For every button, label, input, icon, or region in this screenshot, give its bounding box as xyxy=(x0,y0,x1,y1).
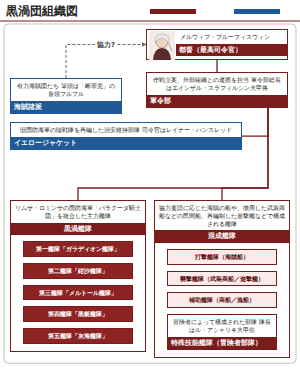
fleet-box: 冒険者によって構成された部隊 隊長はル・アシャリキ大甲佐特殊技能艦隊（冒険者部隊… xyxy=(167,314,277,350)
title-rule xyxy=(0,20,300,21)
box-text: 襲撃艦隊（武装商船／遊撃艦） xyxy=(168,272,276,286)
color-bar xyxy=(150,9,196,14)
box-text: 有力海賊団たち 筆頭は「断罪党」の首領フルフル xyxy=(11,79,121,101)
box-heading: イエロージャケット xyxy=(11,137,241,149)
org-line xyxy=(242,108,268,136)
box-text: リムサ・ロミンサの国防海軍「バラクーダ騎士団」を統合した主力艦隊 xyxy=(11,201,145,223)
fleet-box: 補助艦隊（商船／漁船） xyxy=(167,292,277,308)
box-text: 第三艦隊「メルトール艦隊」 xyxy=(24,286,132,300)
box-text: 第一艦隊「ガラディオン艦隊」 xyxy=(24,242,132,256)
org-box: リムサ・ロミンサの国防海軍「バラクーダ騎士団」を統合した主力艦隊黒渦艦隊第一艦隊… xyxy=(10,200,146,352)
box-heading: 都督（最高司令官） xyxy=(176,44,287,56)
portrait-hair xyxy=(155,34,172,51)
outer-frame xyxy=(4,24,296,363)
cooperation-arrow xyxy=(66,45,146,79)
box-text: 冒険者によって構成された部隊 隊長はル・アシャリキ大甲佐 xyxy=(168,315,276,337)
fleet-box: 第二艦隊「紺沙艦隊」 xyxy=(23,263,133,279)
portrait-illustration xyxy=(149,31,175,60)
diagram-title: 黒渦団組織図 xyxy=(6,3,78,20)
box-heading: 特殊技能艦隊（冒険者部隊） xyxy=(168,337,276,349)
box-text: 第五艦隊「灰海艦隊」 xyxy=(24,329,132,343)
box-text: 協力要請に応じた海賊の船や、徴用した武装商船などの民間船。再編制した遊撃艦などで… xyxy=(155,201,289,230)
fleet-box: 第四艦隊「黒艇艦隊」 xyxy=(23,306,133,322)
box-text: メルウィブ・ブルーフィスウィン xyxy=(176,30,287,44)
edge-label: 協力? xyxy=(95,40,117,50)
box-heading: 黒渦艦隊 xyxy=(11,223,145,235)
box-text: 第二艦隊「紺沙艦隊」 xyxy=(24,264,132,278)
org-box: 作戦立案、外部組織との連携を担当 軍令部総長はエインザル・スラフィルシン大甲将軍… xyxy=(146,72,288,108)
color-bar xyxy=(234,9,280,14)
box-heading: 混成艦隊 xyxy=(155,230,289,242)
fleet-box: 襲撃艦隊（武装商船／遊撃艦） xyxy=(167,271,277,287)
fleet-box: 第三艦隊「メルトール艦隊」 xyxy=(23,285,133,301)
box-text: 打撃艦隊（海賊船） xyxy=(168,250,276,264)
org-line xyxy=(216,60,217,72)
portrait-body xyxy=(153,48,171,60)
org-box: 有力海賊団たち 筆頭は「断罪党」の首領フルフル海賊諸派 xyxy=(10,78,122,114)
box-text: 第四艦隊「黒艇艦隊」 xyxy=(24,307,132,321)
fleet-box: 第五艦隊「灰海艦隊」 xyxy=(23,328,133,344)
org-box: 旧国防海軍の陸戦隊を再編した治安維持部隊 司令官はレイナー・ハンスレッドイエロー… xyxy=(10,122,242,150)
box-text: 旧国防海軍の陸戦隊を再編した治安維持部隊 司令官はレイナー・ハンスレッド xyxy=(11,123,241,137)
portrait-ground xyxy=(149,31,175,60)
fleet-box: 打撃艦隊（海賊船） xyxy=(167,249,277,265)
org-box: メルウィブ・ブルーフィスウィン都督（最高司令官） xyxy=(146,29,288,60)
box-heading: 軍令部 xyxy=(147,95,287,107)
org-box: 協力要請に応じた海賊の船や、徴用した武装商船などの民間船。再編制した遊撃艦などで… xyxy=(154,200,290,358)
box-heading: 海賊諸派 xyxy=(11,101,121,113)
fleet-box: 第一艦隊「ガラディオン艦隊」 xyxy=(23,241,133,257)
box-text: 補助艦隊（商船／漁船） xyxy=(168,293,276,307)
box-text: 作戦立案、外部組織との連携を担当 軍令部総長はエインザル・スラフィルシン大甲将 xyxy=(147,73,287,95)
